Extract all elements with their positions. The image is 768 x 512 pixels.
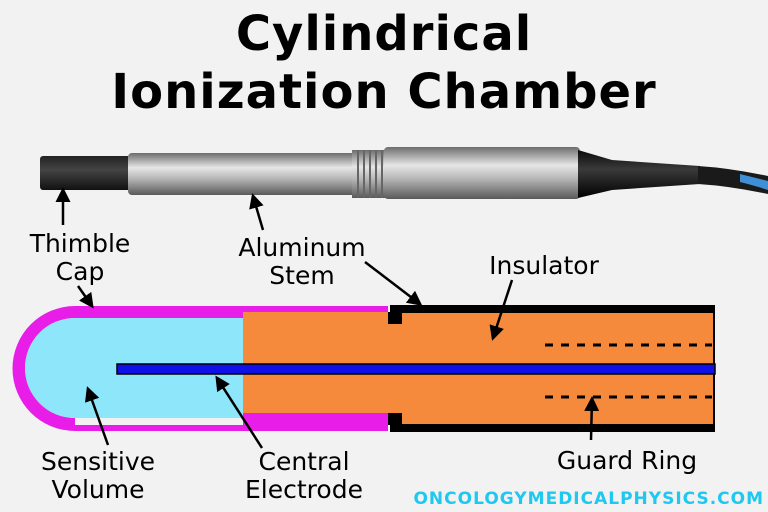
arrow-guard-ring — [584, 396, 600, 441]
thimble-cap-wall — [12, 306, 389, 431]
brand-text: ONCOLOGYMEDICALPHYSICS.COM — [413, 489, 764, 509]
wall-step-bottom — [388, 413, 402, 425]
label-aluminum-stem-line2: Stem — [269, 261, 334, 290]
photo-threads — [352, 150, 386, 198]
chamber-photo — [40, 147, 768, 199]
arrow-insulator — [489, 279, 514, 341]
arrow-sensitive-volume — [84, 386, 110, 446]
annotation-arrows — [55, 187, 600, 449]
label-guard-ring: Guard Ring — [557, 446, 697, 475]
photo-thimble-cap — [40, 156, 132, 190]
wall-step-top — [388, 312, 402, 324]
arrow-stem-photo — [249, 193, 265, 231]
photo-aluminum-stem — [128, 153, 356, 195]
title-line-2: Ionization Chamber — [111, 64, 656, 120]
photo-connector-body — [384, 147, 580, 199]
central-electrode — [116, 363, 716, 375]
chamber-schematic — [12, 305, 716, 432]
label-central-electrode-line1: Central — [258, 447, 349, 476]
label-thimble-cap-line2: Cap — [56, 257, 105, 286]
arrow-stem-schematic — [364, 261, 423, 306]
label-sensitive-volume-line1: Sensitive — [41, 447, 155, 476]
photo-cable — [698, 166, 768, 194]
label-central-electrode-line2: Electrode — [245, 475, 363, 504]
title-line-1: Cylindrical — [236, 6, 532, 62]
photo-cable-boot — [578, 150, 700, 198]
label-thimble-cap-line1: Thimble — [29, 229, 131, 258]
arrow-central-electrode — [215, 375, 264, 449]
label-insulator: Insulator — [489, 251, 599, 280]
photo-cable-blue-tip — [740, 174, 768, 190]
label-sensitive-volume-line2: Volume — [52, 475, 145, 504]
label-aluminum-stem-line1: Aluminum — [238, 233, 365, 262]
arrow-thimble-schematic — [76, 285, 94, 309]
